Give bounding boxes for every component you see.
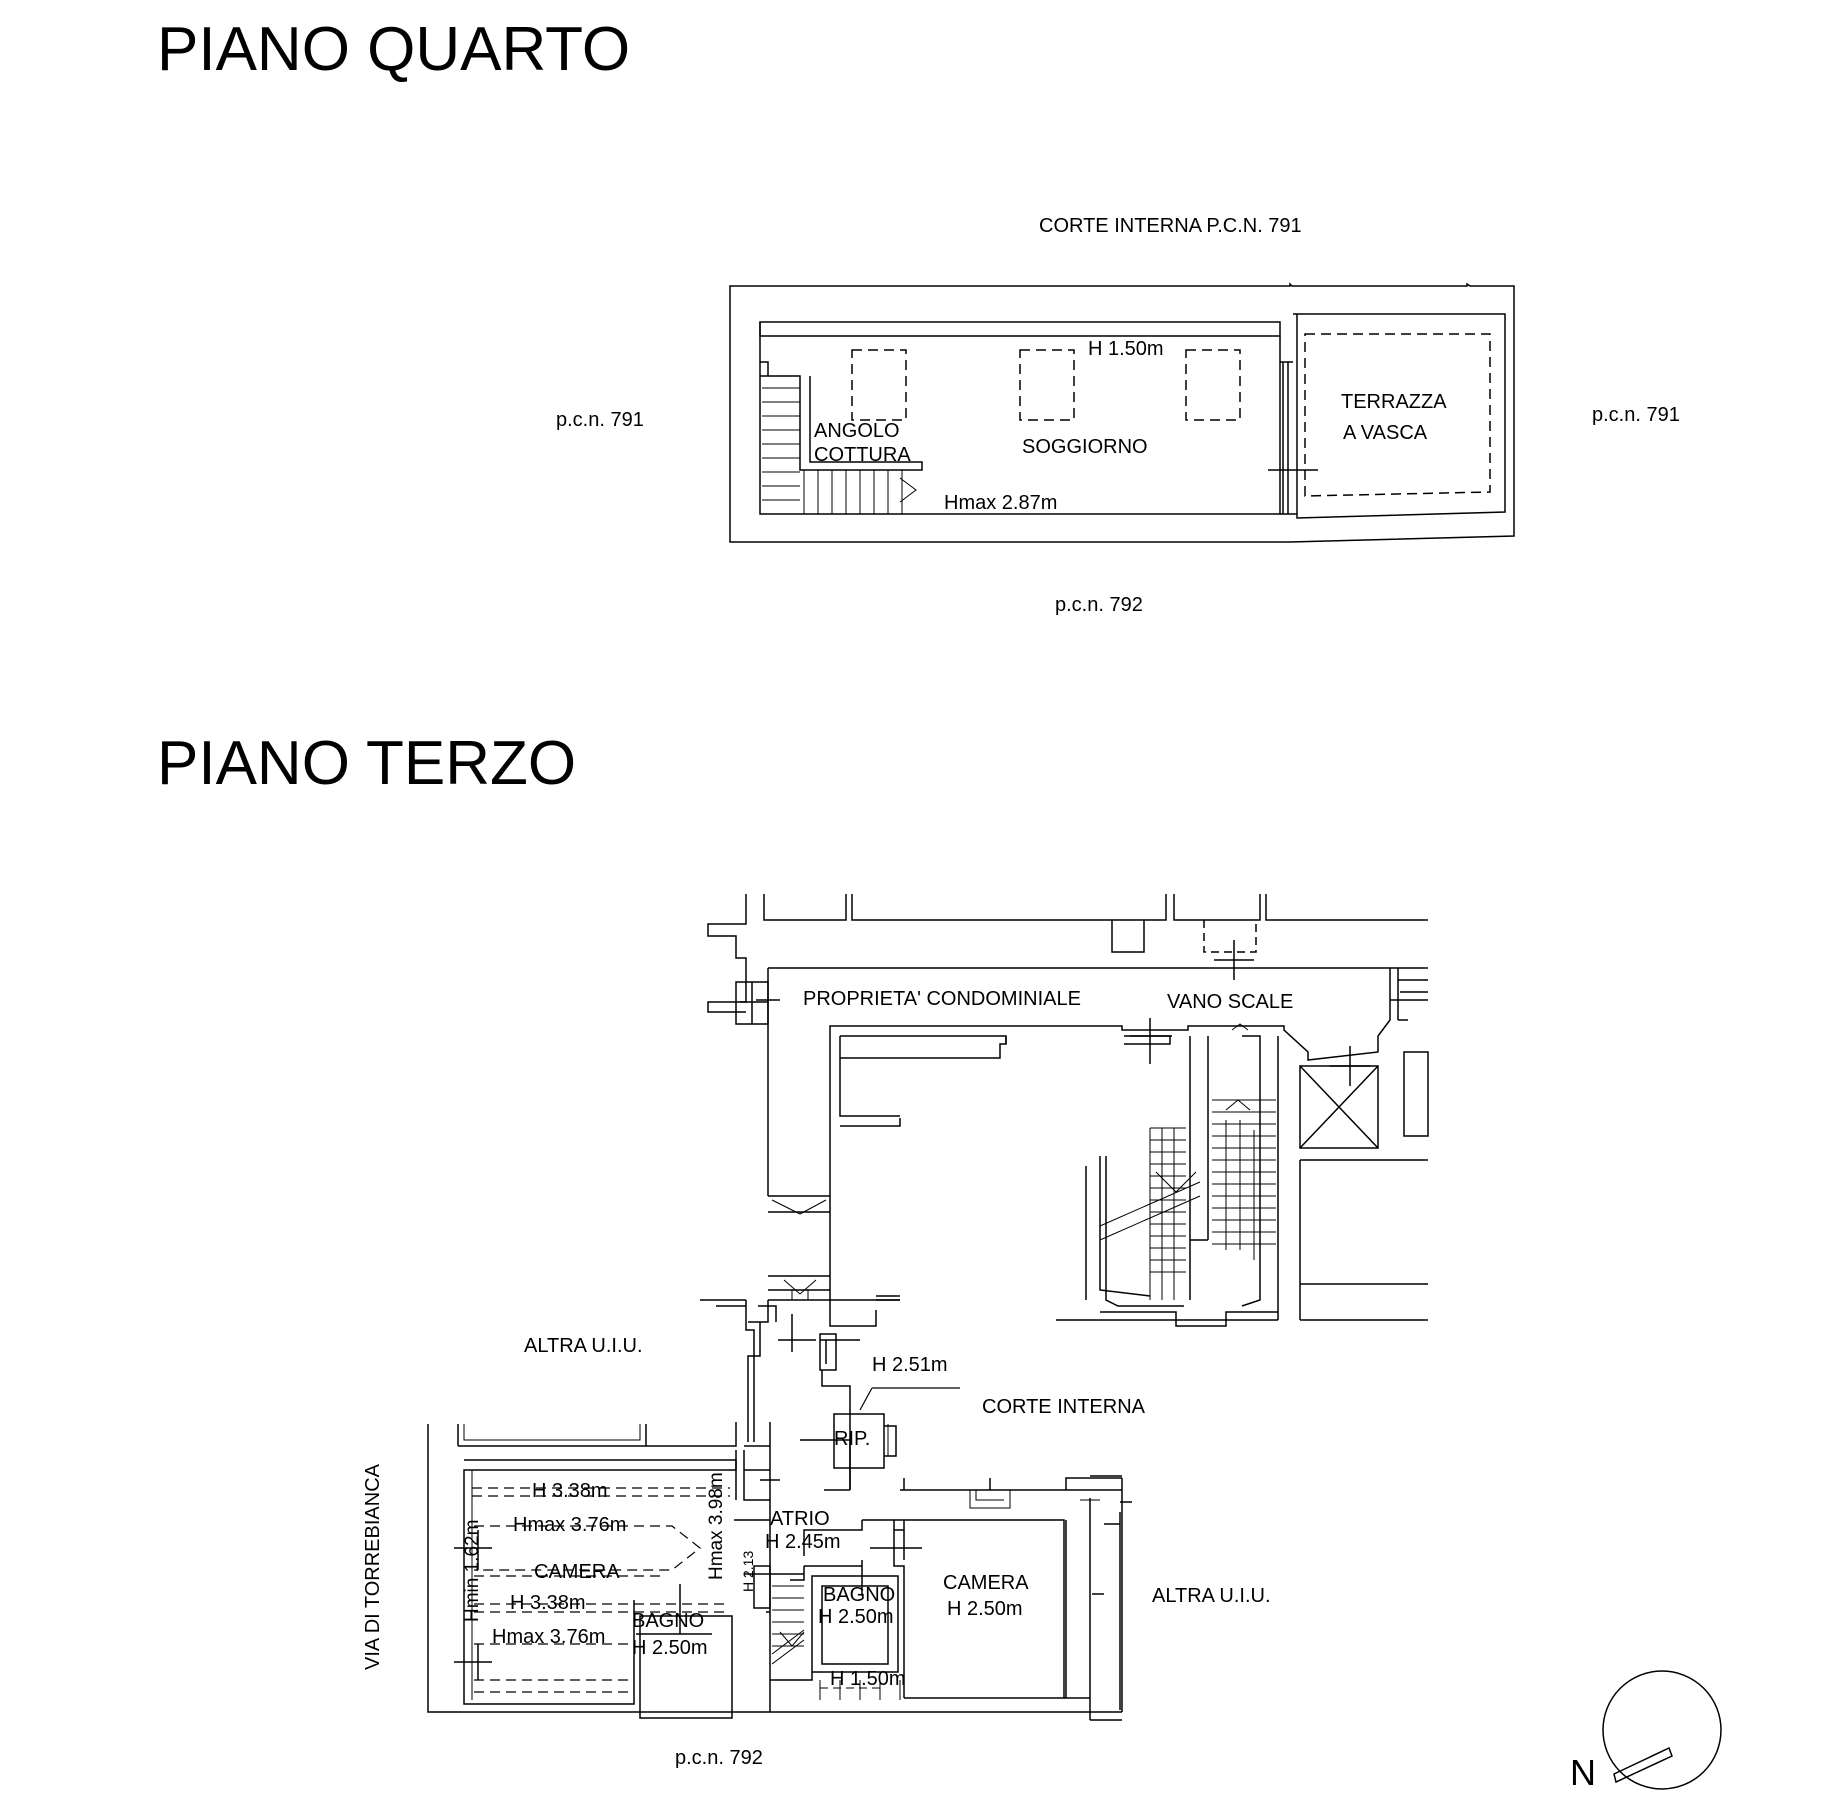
h213-label: H 2.13 xyxy=(740,1550,756,1592)
fourth-floor-plan xyxy=(729,282,1515,543)
rip-height-label: H 2.51m xyxy=(872,1354,948,1376)
camera-left-height-2: H 3.38m xyxy=(510,1592,586,1614)
camera-right-height: H 2.50m xyxy=(947,1598,1023,1620)
neighbor-bottom-label: p.c.n. 792 xyxy=(1055,594,1143,616)
room-label-vasca: A VASCA xyxy=(1343,422,1428,444)
rip-label: RIP. xyxy=(834,1428,871,1450)
room-label-soggiorno: SOGGIORNO xyxy=(1022,436,1148,458)
fourth-floor-title: PIANO QUARTO xyxy=(157,15,631,84)
bagno-left-label: BAGNO xyxy=(632,1610,705,1632)
corte-interna-label: CORTE INTERNA xyxy=(982,1396,1145,1418)
room-label-cottura: COTTURA xyxy=(814,444,911,466)
h150-label: H 1.50m xyxy=(830,1668,906,1690)
bagno-mid-label: BAGNO xyxy=(823,1584,896,1606)
bagno-left-height: H 2.50m xyxy=(632,1637,708,1659)
atrio-height-label: H 2.45m xyxy=(765,1531,841,1553)
bagno-mid-height: H 2.50m xyxy=(818,1606,894,1628)
neighbor-bottom-label-third: p.c.n. 792 xyxy=(675,1747,763,1769)
hmax-398-label: Hmax 3.98m xyxy=(706,1472,727,1580)
hmax-label: Hmax 2.87m xyxy=(944,492,1058,514)
north-label: N xyxy=(1570,1752,1596,1793)
camera-right-label: CAMERA xyxy=(943,1572,1029,1594)
third-floor-title: PIANO TERZO xyxy=(157,729,577,798)
neighbor-left-label: p.c.n. 791 xyxy=(556,409,644,431)
vano-scale-label: VANO SCALE xyxy=(1167,991,1294,1013)
altra-uiu-right-label: ALTRA U.I.U. xyxy=(1152,1585,1271,1607)
camera-left-label: CAMERA xyxy=(534,1561,620,1583)
street-label: VIA DI TORREBIANCA xyxy=(362,1464,384,1670)
hmin-label: Hmin 1.62m xyxy=(462,1519,483,1622)
third-floor-plan xyxy=(427,894,1429,1721)
room-label-angolo: ANGOLO xyxy=(814,420,900,442)
height-label: H 1.50m xyxy=(1088,338,1164,360)
camera-left-hmax-2: Hmax 3.76m xyxy=(492,1626,606,1648)
camera-left-hmax-1: Hmax 3.76m xyxy=(513,1514,627,1536)
neighbor-top-label: CORTE INTERNA P.C.N. 791 xyxy=(1039,215,1302,237)
neighbor-right-label: p.c.n. 791 xyxy=(1592,404,1680,426)
atrio-label: ATRIO xyxy=(770,1508,830,1530)
camera-left-height-1: H 3.38m xyxy=(532,1480,608,1502)
room-label-terrazza: TERRAZZA xyxy=(1341,391,1447,413)
proprieta-condominiale-label: PROPRIETA' CONDOMINIALE xyxy=(803,988,1081,1010)
altra-uiu-left-label: ALTRA U.I.U. xyxy=(524,1335,643,1357)
compass-rose xyxy=(1602,1670,1722,1790)
